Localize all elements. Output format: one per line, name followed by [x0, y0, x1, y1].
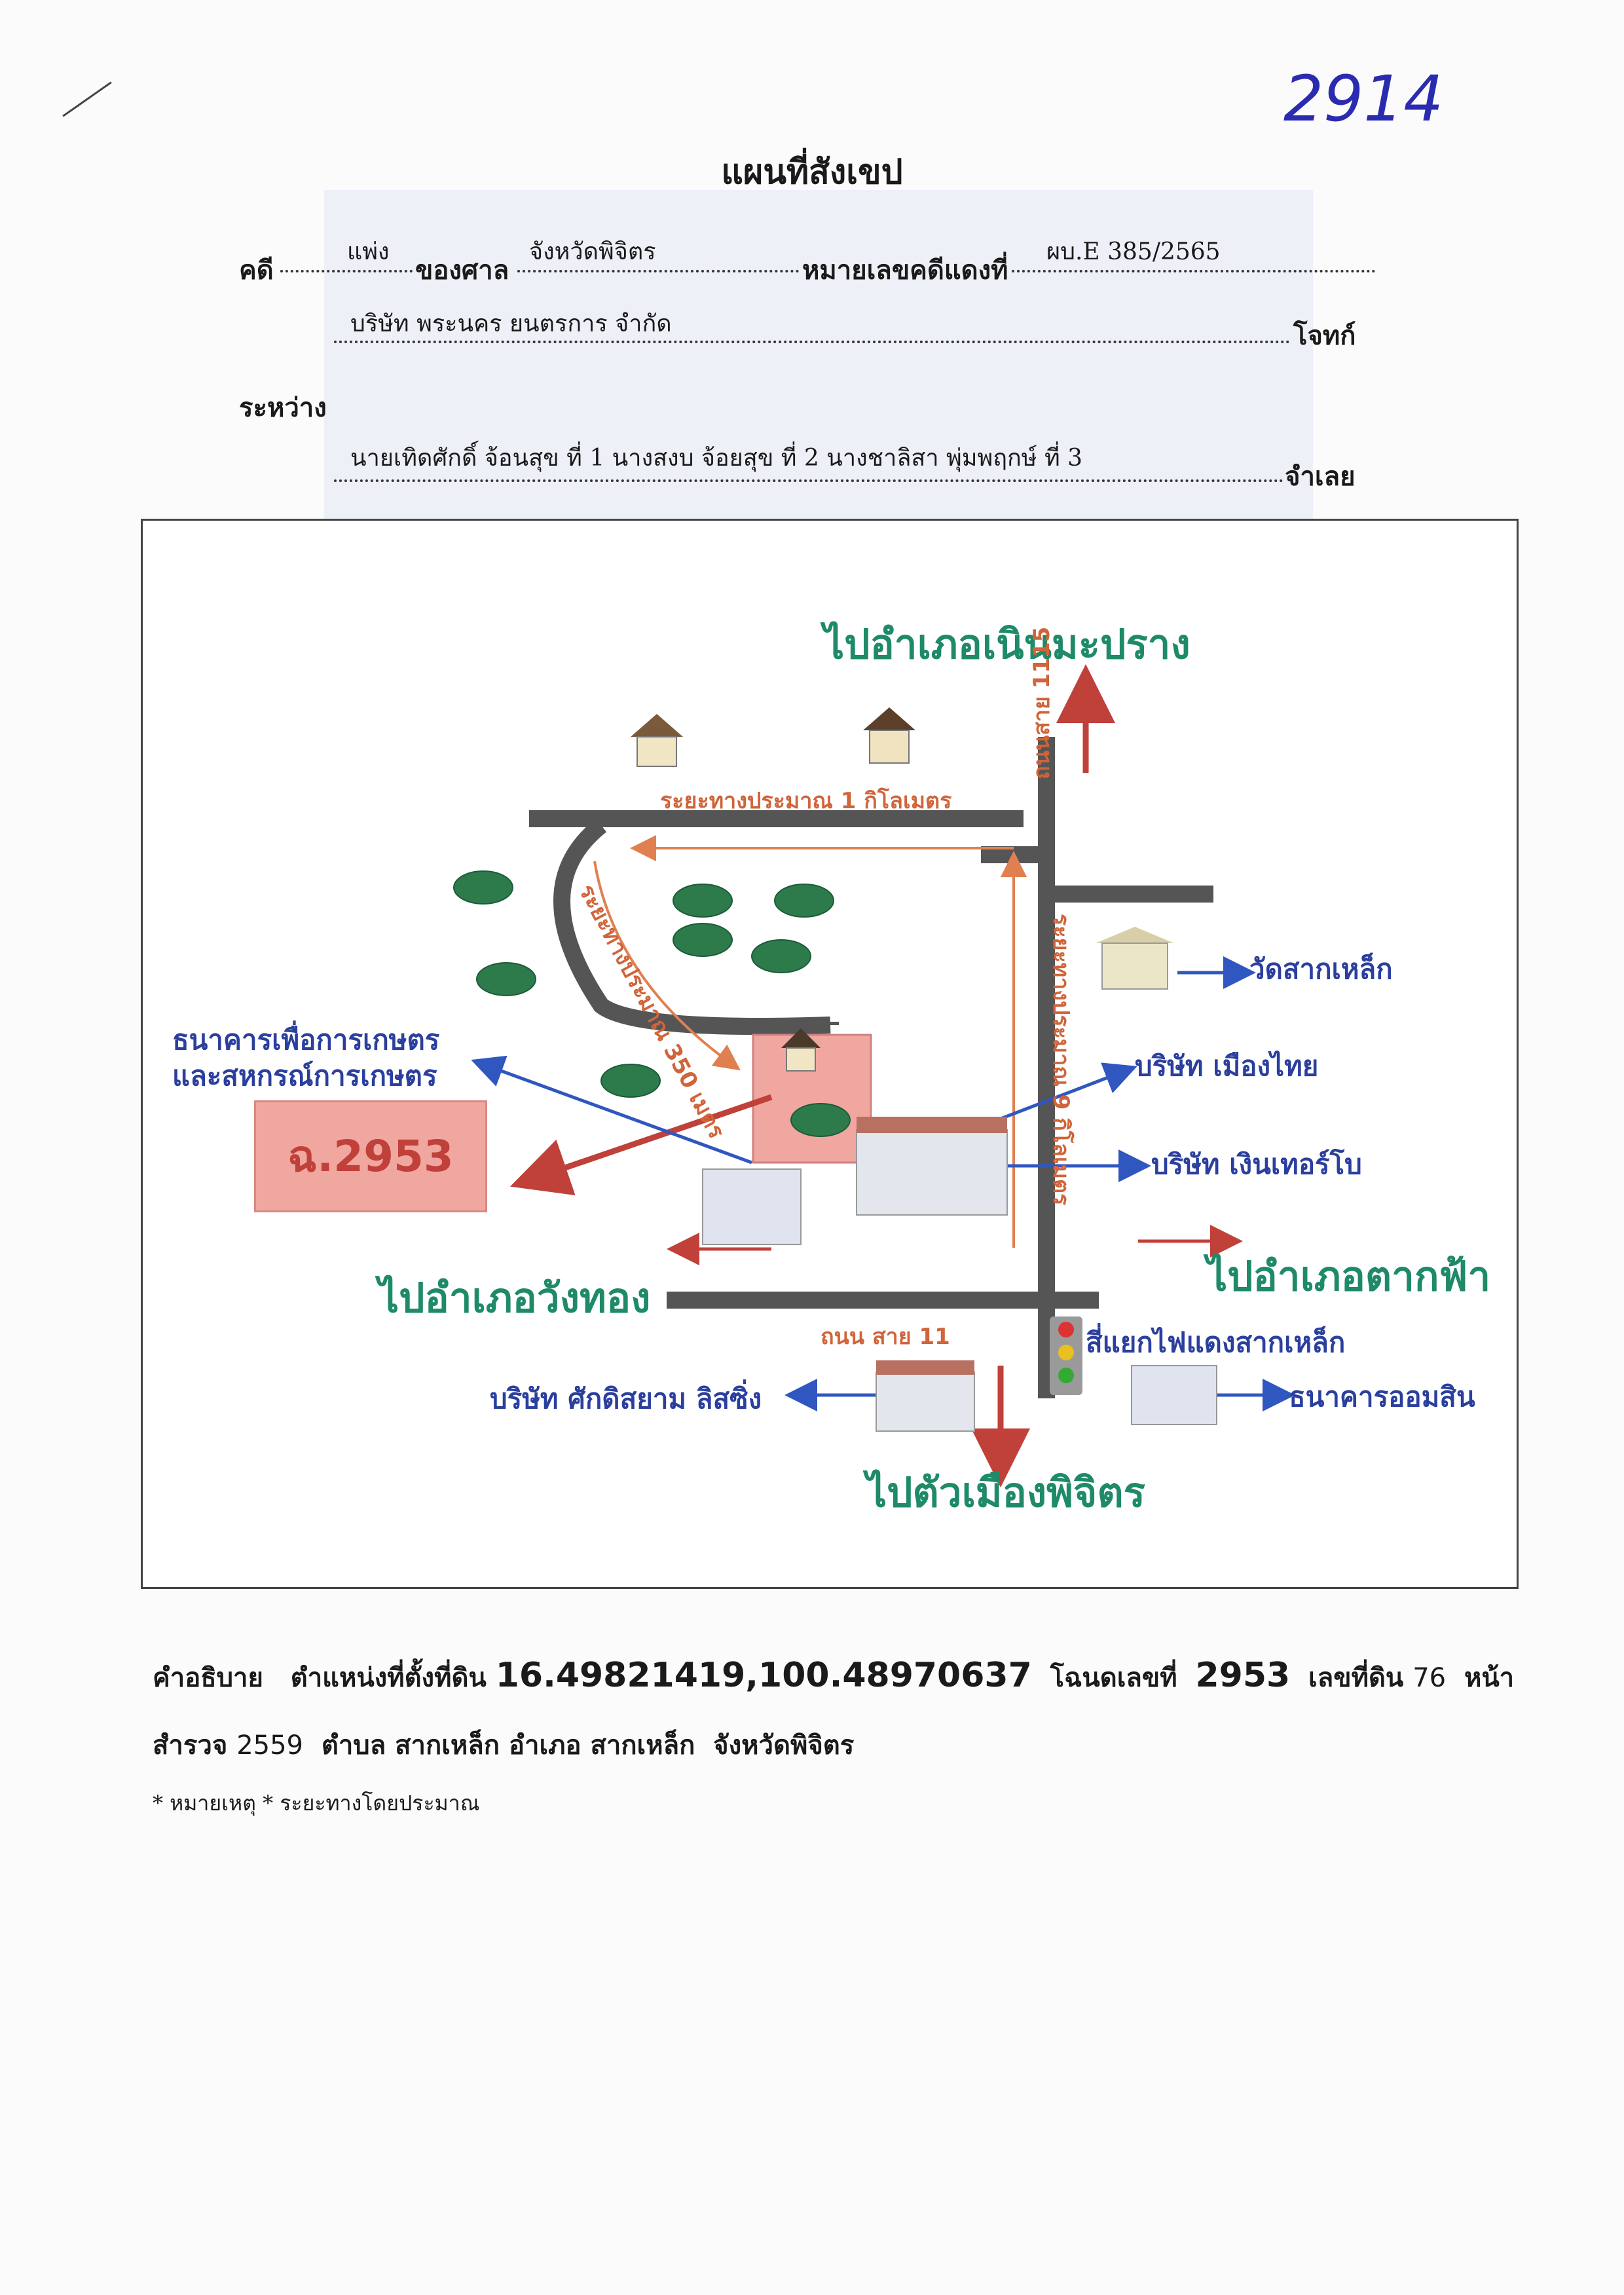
- label-to-phichit: ไปตัวเมืองพิจิตร: [866, 1468, 1145, 1516]
- note: * หมายเหตุ * ระยะทางโดยประมาณ: [153, 1791, 480, 1816]
- handwritten-number: 2914: [1283, 62, 1444, 136]
- house-icon: [781, 1028, 821, 1072]
- roads: [529, 737, 1213, 1398]
- pen-mark: [62, 81, 112, 117]
- court-name: จังหวัดพิจิตร: [529, 238, 656, 265]
- deed-label: โฉนดเลขที่: [1050, 1663, 1177, 1693]
- court-label: ของศาล: [415, 255, 509, 286]
- blue-arrow-baac: [471, 1055, 752, 1165]
- road-curve: [553, 818, 831, 1035]
- distance-arrows: [593, 835, 1027, 1248]
- map-frame: ไปอำเภอเนินมะปราง ระยะทางประมาณ 1 กิโลเม…: [141, 519, 1519, 1589]
- coordinates: 16.49821419,100.48970637: [495, 1656, 1032, 1695]
- location-label: ตำแหน่งที่ตั้งที่ดิน: [290, 1663, 487, 1693]
- defendants-names: นายเทิดศักดิ์ จ้อนสุข ที่ 1 นางสงบ จ้อยส…: [350, 445, 1083, 472]
- red-number-label: หมายเลขคดีแดงที่: [802, 255, 1008, 286]
- description-label: คำอธิบาย: [153, 1663, 263, 1693]
- label-road-11: ถนน สาย 11: [821, 1324, 950, 1350]
- label-muang-thai: บริษัท เมืองไทย: [1135, 1050, 1319, 1082]
- label-distance-9km: ระยะทางประมาณ 9 กิโลเมตร: [1048, 914, 1074, 1206]
- label-to-noen-maprang: ไปอำเภอเนินมะปราง: [824, 620, 1190, 668]
- case-type: แพ่ง: [347, 238, 390, 265]
- description-line-1: คำอธิบาย ตำแหน่งที่ตั้งที่ดิน 16.4982141…: [153, 1656, 1514, 1698]
- label-gsb: ธนาคารออมสิน: [1289, 1381, 1475, 1413]
- plaintiff-name: บริษัท พระนคร ยนตรการ จำกัด: [350, 310, 672, 337]
- land-no-label: เลขที่ดิน: [1308, 1663, 1404, 1693]
- bank-building-icon: [1131, 1365, 1217, 1425]
- temple-building-icon: [1096, 927, 1174, 990]
- district-label: อำเภอ: [508, 1730, 581, 1761]
- label-ngern-turbo: บริษัท เงินเทอร์โบ: [1151, 1148, 1362, 1180]
- label-to-wang-thong: ไปอำเภอวังทอง: [378, 1274, 651, 1322]
- office-building-icon: [702, 1168, 802, 1245]
- label-saksiam: บริษัท ศักดิสยาม ลิสซิ่ง: [490, 1383, 762, 1415]
- deed-number: 2953: [1195, 1656, 1291, 1695]
- defendant-label: จำเลย: [1285, 461, 1356, 492]
- red-number: ผบ.E 385/2565: [1046, 238, 1221, 265]
- survey-number: 2559: [236, 1730, 303, 1761]
- label-baac-line2: และสหกรณ์การเกษตร: [172, 1060, 437, 1092]
- deed-box: ฉ.2953: [254, 1100, 487, 1212]
- page-title: แผนที่สังเขป: [721, 152, 903, 192]
- district: สากเหล็ก: [590, 1730, 695, 1761]
- subdistrict: สากเหล็ก: [395, 1730, 500, 1761]
- page-label: หน้า: [1464, 1663, 1515, 1693]
- land-no: 76: [1412, 1663, 1447, 1693]
- label-baac-line1: ธนาคารเพื่อการเกษตร: [172, 1024, 440, 1056]
- province: จังหวัดพิจิตร: [713, 1730, 855, 1761]
- townhouse-icon: [856, 1117, 1008, 1216]
- house-icon: [863, 707, 915, 764]
- plaintiff-label: โจทก์: [1293, 320, 1356, 351]
- townhouse-icon: [876, 1360, 975, 1432]
- subdistrict-label: ตำบล: [321, 1730, 386, 1761]
- traffic-light-icon: [1050, 1316, 1082, 1395]
- green-plot-icons: [453, 870, 851, 1137]
- map-drawing: [453, 664, 1295, 1487]
- deed-box-label: ฉ.2953: [287, 1131, 454, 1182]
- label-traffic-light: สี่แยกไฟแดงสากเหล็ก: [1086, 1326, 1346, 1358]
- label-temple: วัดสากเหล็ก: [1249, 953, 1393, 985]
- survey-label: สำรวจ: [153, 1730, 228, 1761]
- description-line-2: สำรวจ 2559 ตำบล สากเหล็ก อำเภอ สากเหล็ก …: [153, 1724, 854, 1766]
- label-to-tak-fa: ไปอำเภอตากฟ้า: [1207, 1252, 1491, 1300]
- label-distance-1km: ระยะทางประมาณ 1 กิโลเมตร: [660, 788, 952, 814]
- between-label: ระหว่าง: [239, 392, 327, 423]
- label-road-1115: ถนนสาย 1115: [1029, 626, 1055, 779]
- red-arrow-baac: [509, 1094, 773, 1196]
- house-icon: [631, 714, 683, 767]
- case-label: คดี: [239, 255, 274, 286]
